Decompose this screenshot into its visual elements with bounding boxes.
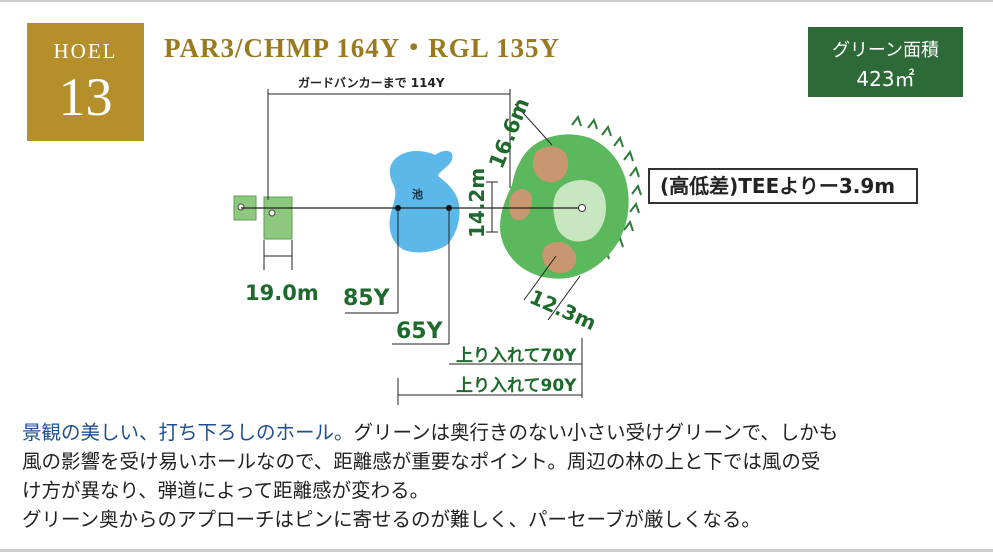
hole-label: HOEL	[53, 39, 118, 63]
desc-lead: 景観の美しい、打ち下ろしのホール。	[22, 421, 354, 444]
uphill-70-label: 上り入れて70Y	[456, 346, 577, 366]
tee-marker-back	[237, 203, 245, 211]
green-area-box: グリーン面積 423㎡	[808, 27, 963, 97]
dist-65-label: 65Y	[396, 319, 444, 344]
front-tee	[263, 196, 293, 240]
pond-label: 池	[412, 187, 423, 201]
hole-number: 13	[58, 67, 113, 127]
dist-85-label: 85Y	[343, 286, 391, 311]
desc-line-4: グリーン奥からのアプローチはピンに寄せるのが難しく、パーセーブが厳しくなる。	[22, 508, 761, 531]
hole-description: 景観の美しい、打ち下ろしのホール。グリーンは奥行きのない小さい受けグリーンで、し…	[22, 418, 982, 534]
hole-badge: HOEL 13	[27, 23, 144, 141]
guard-bunker-label: ガードバンカーまで 114Y	[298, 75, 445, 90]
elevation-note: (高低差)TEEよりー3.9m	[648, 168, 918, 204]
pond	[389, 150, 460, 253]
green-depth-line	[514, 103, 553, 146]
bunker-top	[532, 146, 569, 183]
green-diag-line	[523, 255, 557, 301]
desc-line-3: け方が異なり、弾道によって距離感が変わる。	[22, 479, 430, 502]
tee-marker-front	[268, 209, 276, 217]
green-width-label: 14.2m	[465, 168, 489, 238]
green-diag-line-2	[547, 275, 581, 321]
bunker-bottom	[542, 241, 577, 274]
uphill-90-label: 上り入れて90Y	[456, 376, 577, 396]
desc-line-1: 景観の美しい、打ち下ろしのホール。グリーンは奥行きのない小さい受けグリーンで、し…	[22, 418, 982, 447]
green-diag-label: 12.3m	[526, 285, 600, 335]
green-area-label: グリーン面積	[831, 40, 940, 61]
pin	[578, 204, 586, 212]
desc-line-1-rest: グリーンは奥行きのない小さい受けグリーンで、しかも	[353, 421, 839, 444]
bunker-left	[508, 189, 532, 221]
desc-line-2: 風の影響を受け易いホールなので、距離感が重要なポイント。周辺の林の上と下では風の…	[22, 450, 821, 473]
par-line: PAR3/CHMP 164Y・RGL 135Y	[164, 33, 560, 63]
tee-width-label: 19.0m	[245, 281, 319, 305]
green-area-value: 423㎡	[856, 67, 915, 91]
